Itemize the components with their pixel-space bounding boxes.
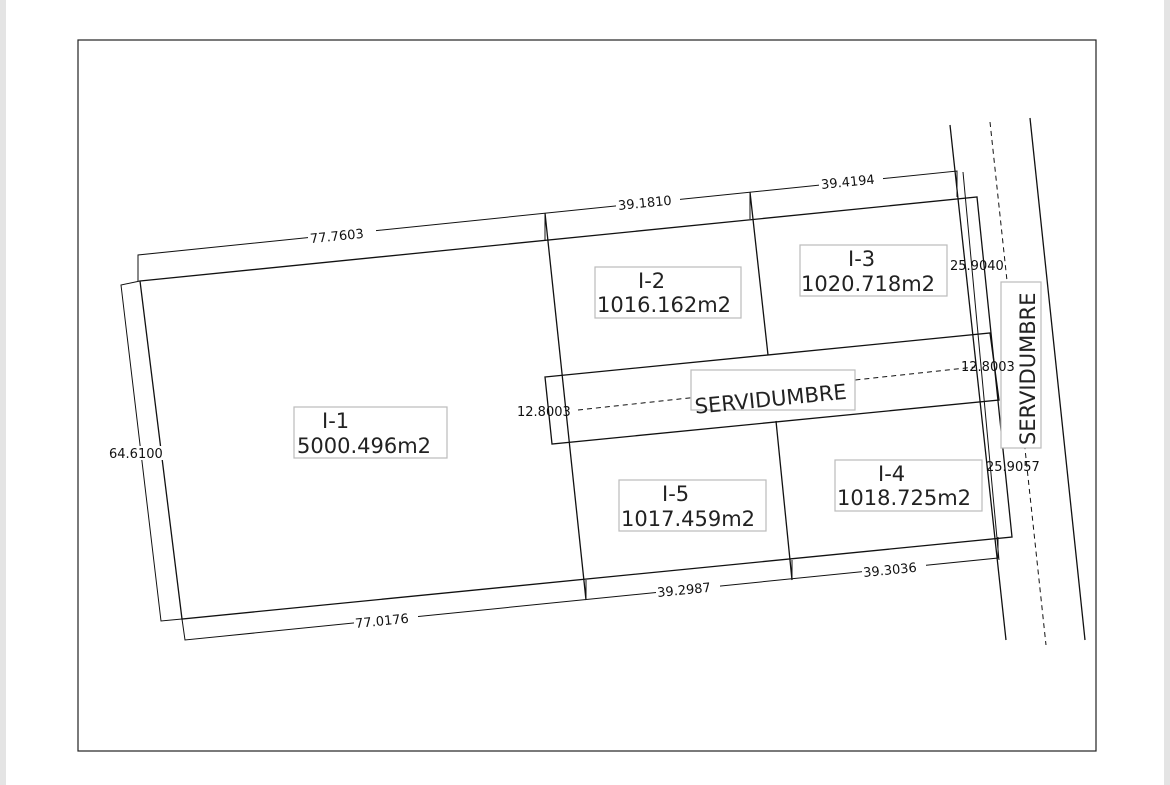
easement-label: SERVIDUMBRE [690, 369, 856, 419]
dim-easement-left: 12.8003 [517, 405, 571, 420]
lot-area: 1017.459m2 [621, 507, 755, 531]
lot-label-i3: I-3 1020.718m2 [799, 244, 948, 297]
dim-bottom-1: 77.0176 [355, 612, 410, 632]
lot-boundary [139, 196, 1013, 620]
lot-area: 1016.162m2 [597, 293, 731, 317]
dim-left: 64.6100 [109, 447, 163, 462]
lot-area: 1020.718m2 [801, 272, 935, 296]
divider-i1 [544, 212, 587, 601]
road-easement-text: SERVIDUMBRE [1016, 292, 1040, 445]
lot-id: I-4 [878, 462, 905, 486]
dimension-labels: 77.7603 39.1810 39.4194 64.6100 77.0176 … [108, 173, 1040, 632]
lot-id: I-5 [662, 482, 689, 506]
dim-right-bottom: 25.9057 [986, 460, 1040, 475]
road-edge-left [949, 124, 1007, 641]
top-dimension-line [137, 170, 958, 281]
dim-top-3: 39.4194 [820, 173, 875, 193]
lot-id: I-3 [848, 247, 875, 271]
easement-strip [544, 332, 1000, 445]
lot-label-i4: I-4 1018.725m2 [834, 459, 983, 512]
lot-label-i1: I-1 5000.496m2 [293, 406, 448, 459]
right-extension-line [962, 171, 1000, 561]
lot-label-i5: I-5 1017.459m2 [618, 479, 767, 532]
dim-top-1: 77.7603 [309, 227, 364, 247]
road-edge-right [1029, 117, 1086, 641]
sheet-frame [77, 39, 1097, 752]
road-easement-label: SERVIDUMBRE [1000, 281, 1042, 449]
bottom-dimension-line [181, 537, 999, 641]
lot-id: I-1 [322, 409, 349, 433]
lot-area: 1018.725m2 [837, 486, 971, 510]
site-plan: I-1 5000.496m2 I-2 1016.162m2 I-3 1020.7… [77, 39, 1097, 752]
dim-right-top: 25.9040 [950, 259, 1004, 274]
lot-label-i2: I-2 1016.162m2 [594, 266, 742, 319]
divider-i2-i3 [749, 191, 769, 356]
divider-i5-i4 [775, 420, 793, 581]
dim-top-2: 39.1810 [617, 194, 672, 214]
lot-area: 5000.496m2 [297, 434, 431, 458]
dim-easement-right: 12.8003 [961, 360, 1015, 375]
dim-bottom-3: 39.3036 [863, 561, 918, 581]
lot-id: I-2 [638, 269, 665, 293]
dim-bottom-2: 39.2987 [657, 581, 712, 601]
